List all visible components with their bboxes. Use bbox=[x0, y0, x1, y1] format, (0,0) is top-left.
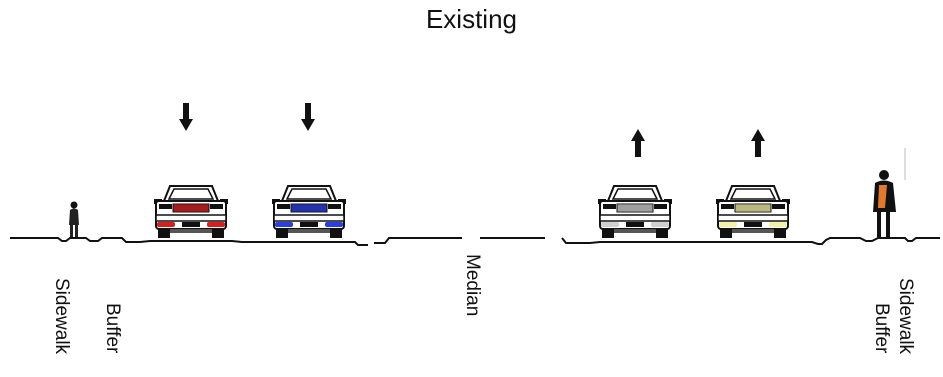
arrow-northbound-1-icon bbox=[631, 129, 645, 157]
ground-right bbox=[561, 237, 940, 245]
car-southbound-lane-2 bbox=[272, 185, 346, 238]
label-sidewalk-right: Sidewalk bbox=[895, 278, 916, 355]
label-median: Median bbox=[462, 254, 483, 317]
arrow-southbound-2-icon bbox=[301, 103, 315, 131]
label-buffer-left: Buffer bbox=[102, 303, 123, 354]
car-southbound-lane-1 bbox=[154, 185, 228, 238]
ground-profile bbox=[10, 237, 940, 246]
pedestrian-left bbox=[69, 201, 79, 237]
median-curb-left bbox=[374, 237, 462, 244]
arrow-northbound-2-icon bbox=[751, 129, 765, 157]
label-sidewalk-left: Sidewalk bbox=[51, 278, 72, 355]
car-northbound-lane-1 bbox=[598, 185, 672, 238]
page-title: Existing bbox=[425, 4, 518, 34]
ground-left bbox=[10, 237, 368, 246]
arrow-southbound-1-icon bbox=[179, 103, 193, 131]
car-northbound-lane-2 bbox=[716, 185, 790, 238]
label-buffer-right: Buffer bbox=[871, 303, 892, 354]
pedestrian-right bbox=[873, 148, 906, 237]
